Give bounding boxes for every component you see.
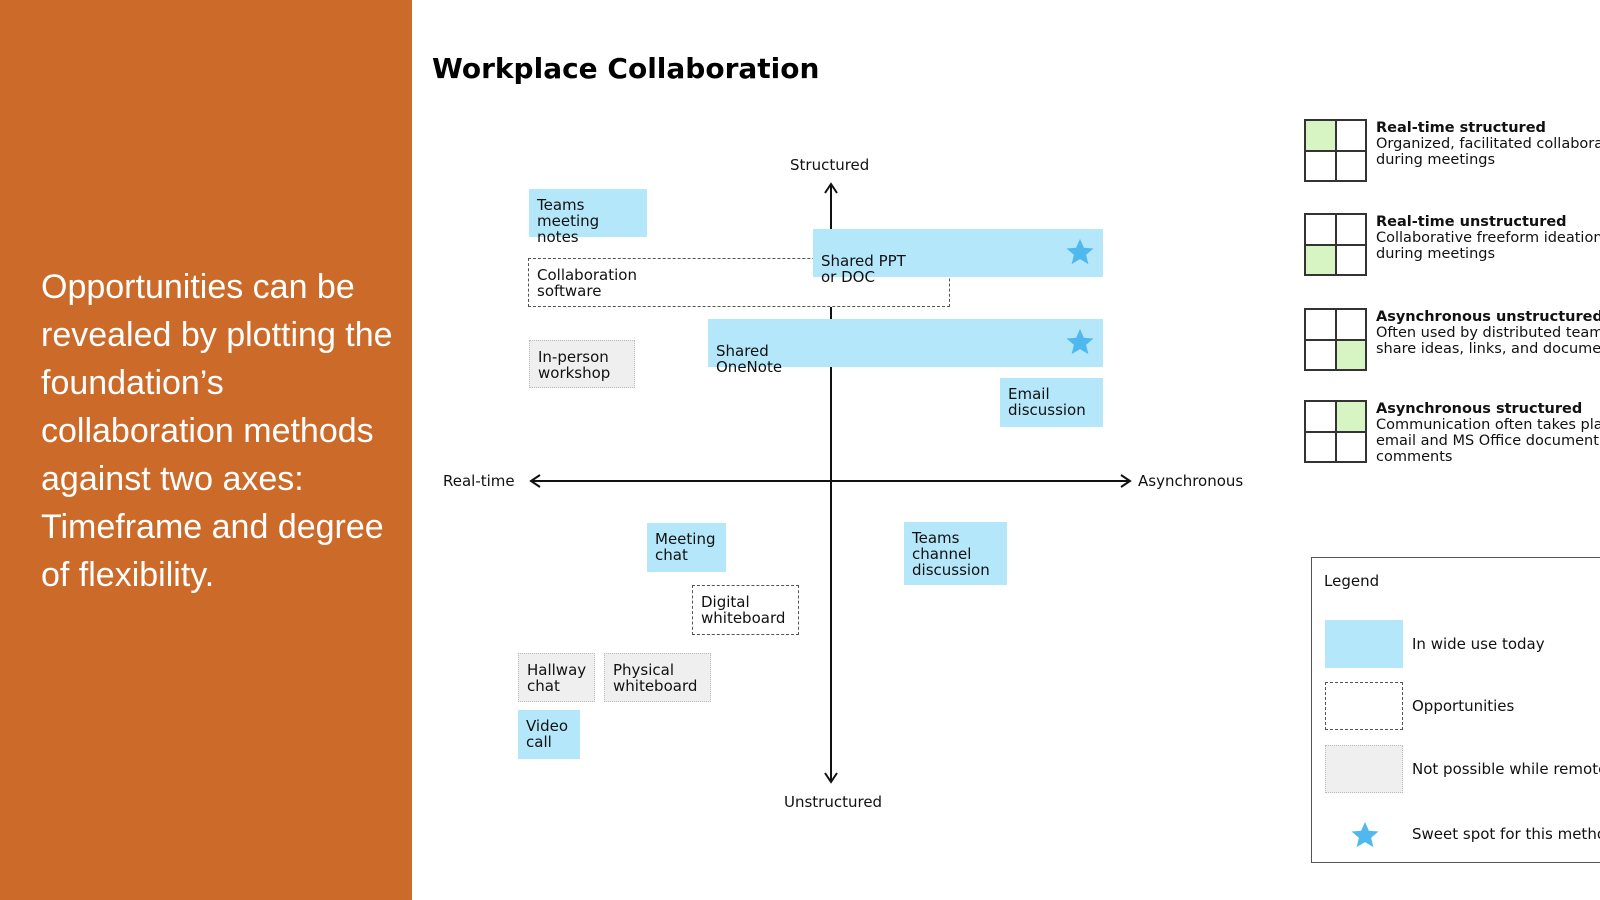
legend-swatch-opportunities	[1325, 682, 1403, 730]
card-meeting-chat: Meeting chat	[647, 523, 726, 572]
axis-label-realtime: Real-time	[443, 472, 515, 490]
card-shared-onenote-label: Shared OneNote	[716, 342, 783, 376]
card-in-person-workshop: In-person workshop	[529, 340, 635, 388]
axis-arrow-down	[824, 772, 838, 784]
legend-label-wide-use: In wide use today	[1412, 635, 1545, 653]
axis-arrow-left	[529, 474, 541, 488]
axis-arrow-right	[1120, 474, 1132, 488]
legend-label-opportunities: Opportunities	[1412, 697, 1515, 715]
legend-label-sweet-spot: Sweet spot for this method	[1412, 825, 1600, 843]
axis-arrow-up	[824, 182, 838, 194]
card-collaboration-software: Collaboration software	[528, 258, 950, 307]
legend-swatch-wide-use	[1325, 620, 1403, 668]
quadrant-desc-line: during meetings	[1376, 152, 1496, 168]
quadrant-title: Asynchronous structured	[1376, 401, 1583, 417]
card-teams-meeting-notes: Teams meeting notes	[529, 189, 647, 245]
legend-label-not-possible: Not possible while remote	[1412, 760, 1600, 778]
quadrant-desc-line: email and MS Office document	[1376, 433, 1599, 449]
quadrant-desc-async-unstructured: Asynchronous unstructured Often used by …	[1376, 309, 1600, 357]
quadrant-icon-async-structured	[1304, 400, 1367, 463]
sweet-spot-star-icon	[1065, 327, 1095, 357]
quadrant-desc-line: Organized, facilitated collaboration	[1376, 136, 1600, 152]
legend-star-icon	[1350, 820, 1380, 850]
quadrant-desc-line: Collaborative freeform ideation	[1376, 230, 1600, 246]
card-teams-channel-discussion: Teams channel discussion	[904, 522, 1007, 585]
quadrant-title: Asynchronous unstructured	[1376, 309, 1600, 325]
quadrant-desc-async-structured: Asynchronous structured Communication of…	[1376, 401, 1600, 465]
side-panel: Opportunities can be revealed by plottin…	[0, 0, 412, 900]
card-physical-whiteboard: Physical whiteboard	[604, 653, 711, 702]
quadrant-icon-realtime-structured	[1304, 119, 1367, 182]
legend: Legend In wide use today Opportunities N…	[1311, 557, 1600, 863]
sweet-spot-star-icon	[1065, 237, 1095, 267]
card-video-call: Video call	[518, 710, 580, 759]
quadrant-desc-line: share ideas, links, and documents	[1376, 341, 1600, 357]
quadrant-desc-realtime-structured: Real-time structured Organized, facilita…	[1376, 120, 1600, 168]
quadrant-desc-line: during meetings	[1376, 246, 1496, 262]
side-panel-text: Opportunities can be revealed by plottin…	[41, 268, 393, 594]
legend-swatch-not-possible	[1325, 745, 1403, 793]
legend-title: Legend	[1324, 572, 1380, 590]
quadrant-desc-line: comments	[1376, 449, 1453, 465]
card-email-discussion: Email discussion	[1000, 378, 1103, 427]
axis-label-unstructured: Unstructured	[784, 793, 883, 811]
card-digital-whiteboard: Digital whiteboard	[692, 585, 799, 635]
axis-label-structured: Structured	[790, 156, 870, 174]
quadrant-desc-line: Communication often takes place in	[1376, 417, 1600, 433]
card-shared-ppt-doc: Shared PPT or DOC	[813, 229, 1103, 285]
card-hallway-chat: Hallway chat	[518, 653, 595, 702]
card-shared-ppt-doc-label: Shared PPT or DOC	[821, 252, 906, 286]
quadrant-icon-realtime-unstructured	[1304, 213, 1367, 276]
quadrant-title: Real-time unstructured	[1376, 214, 1567, 230]
page-title: Workplace Collaboration	[432, 52, 820, 85]
axis-label-asynchronous: Asynchronous	[1138, 472, 1244, 490]
card-shared-onenote: Shared OneNote	[708, 319, 1103, 375]
quadrant-desc-realtime-unstructured: Real-time unstructured Collaborative fre…	[1376, 214, 1600, 262]
quadrant-title: Real-time structured	[1376, 120, 1546, 136]
quadrant-icon-async-unstructured	[1304, 308, 1367, 371]
